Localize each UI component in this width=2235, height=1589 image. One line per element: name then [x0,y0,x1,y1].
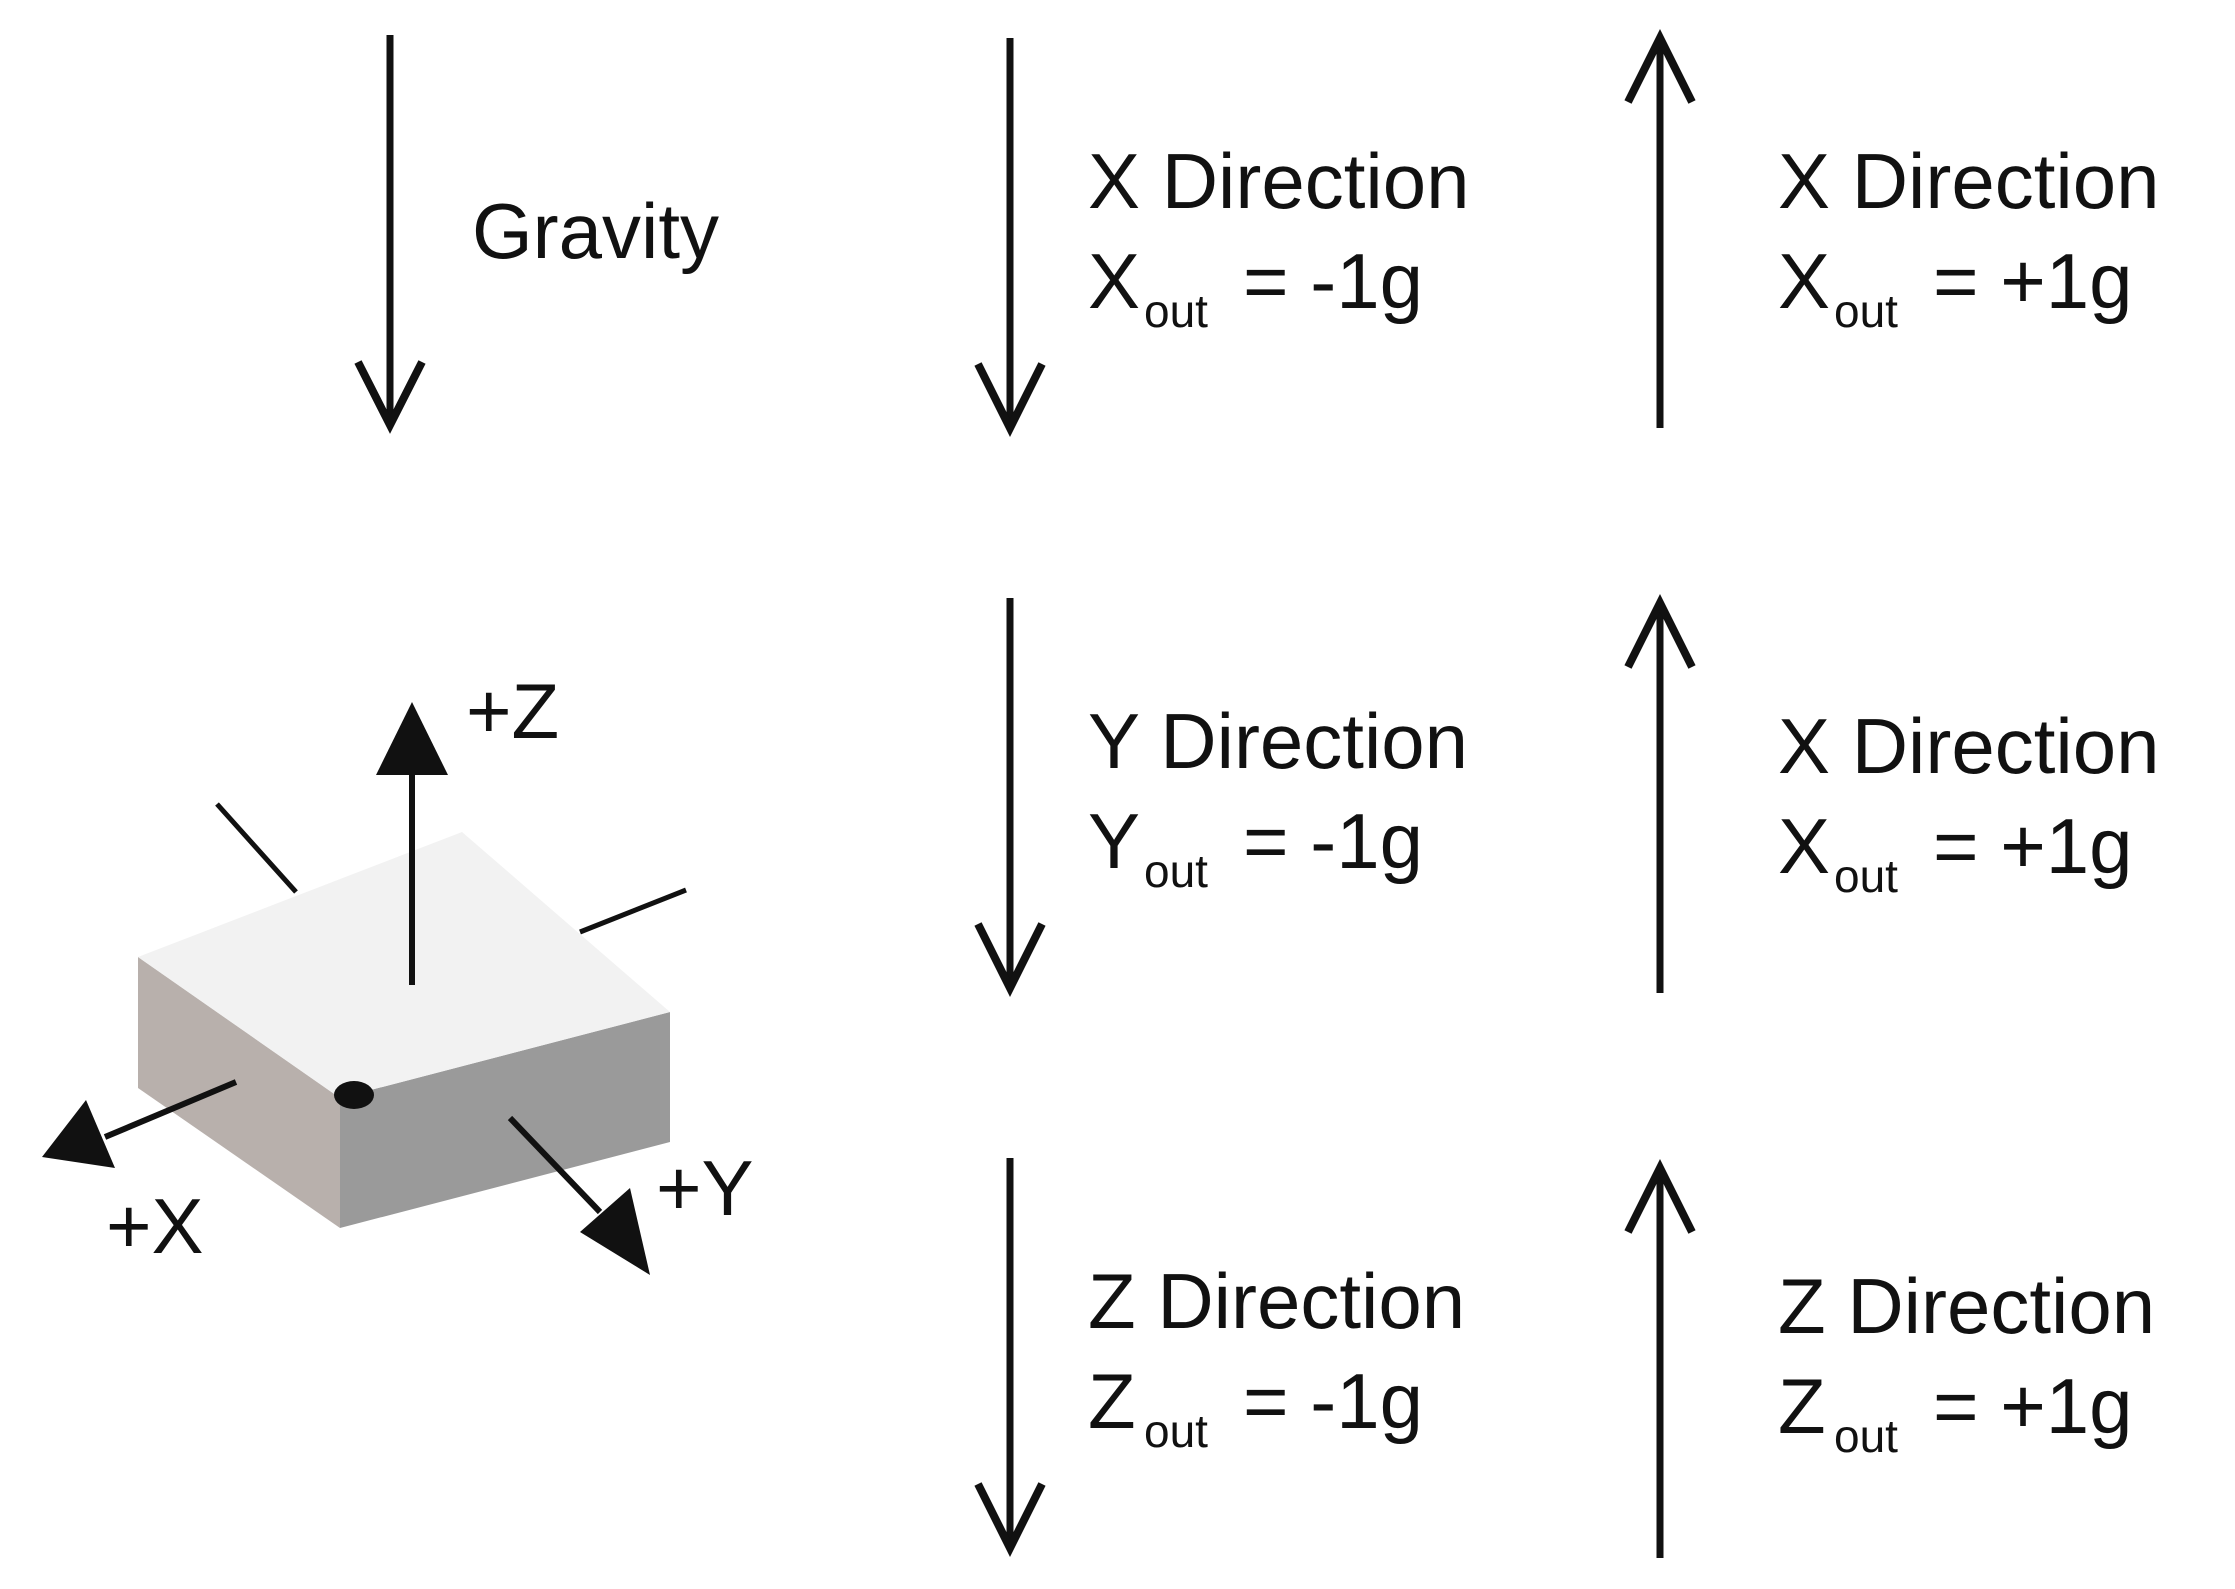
chip-front-face [340,1012,670,1228]
panel-value: = +1g [1933,237,2133,325]
panel-direction-label: Y Direction [1088,697,1468,785]
chip-left-face [138,957,340,1228]
panel-value: = -1g [1243,797,1423,885]
panel-x-positive-middle: X Direction X out = +1g [1778,702,2159,902]
gravity-label: Gravity [472,187,719,275]
sensor-chip [138,802,687,1228]
x-axis-arrow [42,1079,238,1168]
panel-var: Z [1088,1357,1136,1445]
panel-direction-label: X Direction [1778,702,2159,790]
panel-subscript: out [1144,285,1208,337]
hidden-axis-stub-right [579,887,687,935]
panel-x-negative: X Direction X out = -1g [1088,137,1469,337]
panel-value: = +1g [1933,802,2133,890]
panel-y-negative: Y Direction Y out = -1g [1088,697,1468,897]
panel-z-positive: Z Direction Z out = +1g [1778,1262,2155,1462]
panel-direction-label: X Direction [1088,137,1469,225]
panel-z-negative: Z Direction Z out = -1g [1088,1257,1465,1457]
panel-subscript: out [1834,850,1898,902]
up-arrow-3 [1624,1159,1696,1558]
panel-var: X [1778,802,1830,890]
up-arrow-1 [1624,29,1696,428]
panel-var: X [1778,237,1830,325]
panel-var: X [1088,237,1140,325]
x-axis-label: +X [106,1182,204,1270]
panel-value: = -1g [1243,237,1423,325]
panel-direction-label: Z Direction [1778,1262,2155,1350]
hidden-axis-stub-left [215,802,298,894]
panel-var: Y [1088,797,1140,885]
z-axis-arrow [376,702,448,985]
panel-direction-label: Z Direction [1088,1257,1465,1345]
down-arrow-3 [974,1158,1046,1557]
panel-x-positive: X Direction X out = +1g [1778,137,2159,337]
down-arrow-1 [974,38,1046,437]
panel-value: = +1g [1933,1362,2133,1450]
panel-subscript: out [1144,1405,1208,1457]
y-axis-arrow [507,1115,650,1275]
pin1-dot [334,1081,374,1109]
panel-subscript: out [1144,845,1208,897]
z-axis-label: +Z [466,667,559,755]
y-axis-label: +Y [656,1144,754,1232]
down-arrow-2 [974,598,1046,997]
panel-direction-label: X Direction [1778,137,2159,225]
up-arrow-2 [1624,594,1696,993]
panel-var: Z [1778,1362,1826,1450]
panel-value: = -1g [1243,1357,1423,1445]
panel-subscript: out [1834,285,1898,337]
gravity-arrow [354,35,426,434]
panel-subscript: out [1834,1410,1898,1462]
chip-top-face [138,832,670,1098]
